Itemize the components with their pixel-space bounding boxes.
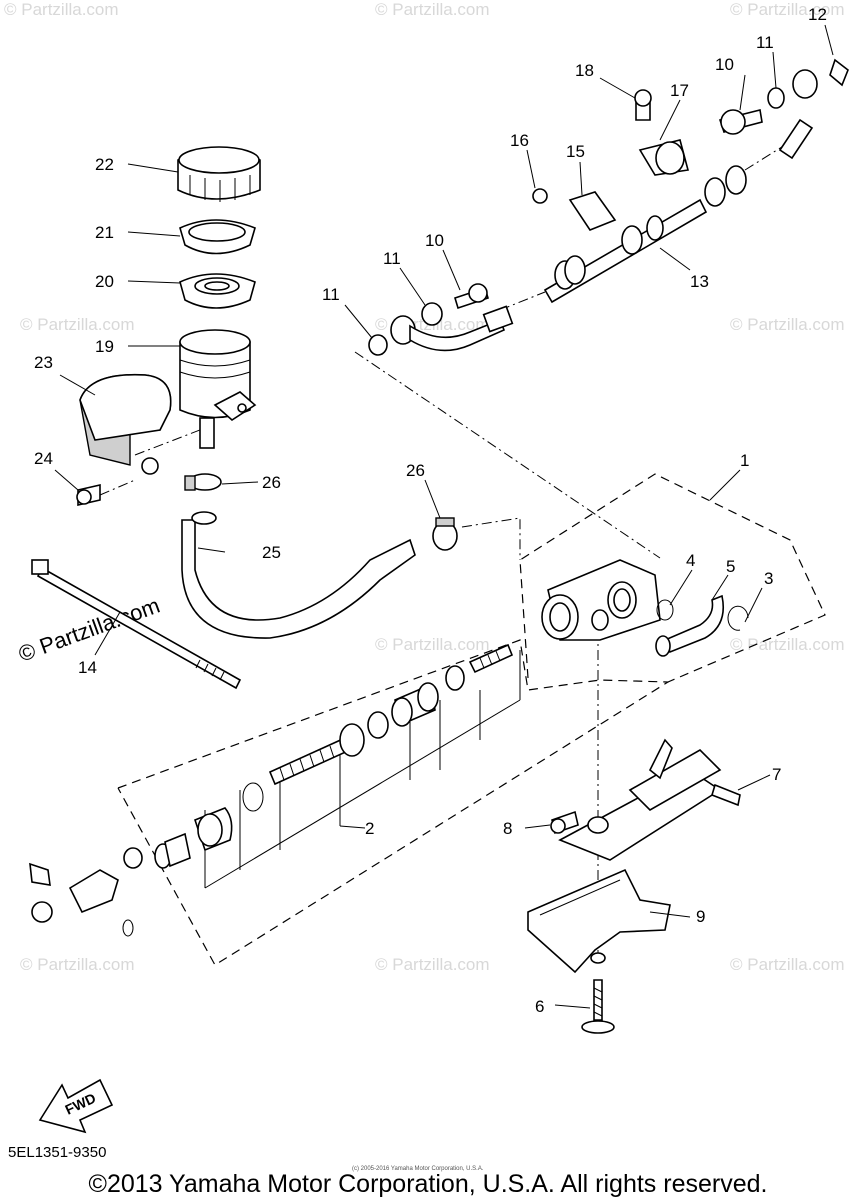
exploded-guide-lines [204, 699, 521, 889]
exploded-guide-lines [204, 650, 521, 888]
bolt-8[interactable] [550, 810, 579, 835]
piston-kit[interactable] [154, 643, 514, 869]
hose-joint[interactable] [655, 594, 724, 657]
watermark: © Partzilla.com [4, 0, 119, 19]
circlip[interactable] [727, 605, 749, 631]
hose-link-line [744, 144, 786, 171]
hose-clip-lower[interactable] [432, 517, 458, 551]
callout-20: 20 [95, 272, 114, 291]
watermark: © Partzilla.com [20, 955, 135, 974]
callout-15: 15 [566, 142, 585, 161]
callout-17: 17 [670, 81, 689, 100]
callout-24: 24 [34, 449, 53, 468]
callout-25: 25 [262, 543, 281, 562]
callout-26: 26 [262, 473, 281, 492]
callout-7: 7 [772, 765, 781, 784]
watermark: © Partzilla.com [375, 955, 490, 974]
watermark: © Partzilla.com [20, 315, 135, 334]
watermark-layer: © Partzilla.com © Partzilla.com © Partzi… [4, 0, 845, 974]
callout-10: 10 [715, 55, 734, 74]
assembly-2-outline [117, 639, 670, 966]
assembly-outlines [99, 144, 826, 966]
watermark: © Partzilla.com [730, 315, 845, 334]
master-cylinder-body[interactable] [541, 559, 661, 641]
bolt-axis-line [134, 427, 206, 456]
o-ring[interactable] [656, 599, 674, 621]
hose-routing-line [354, 351, 661, 559]
callout-22: 22 [95, 155, 114, 174]
callout-4: 4 [686, 551, 695, 570]
watermark: © Partzilla.com [730, 635, 845, 654]
guide-bolts[interactable] [532, 89, 652, 204]
leader-lines [54, 24, 834, 1009]
callout-26: 26 [406, 461, 425, 480]
hose-link-line [499, 291, 546, 311]
callout-19: 19 [95, 337, 114, 356]
watermark: © Partzilla.com [375, 635, 490, 654]
cover-bolt[interactable] [76, 457, 159, 507]
callout-23: 23 [34, 353, 53, 372]
callout-21: 21 [95, 223, 114, 242]
reservoir-cover[interactable] [79, 373, 172, 466]
hose-clip-upper[interactable] [184, 473, 222, 491]
callout-6: 6 [535, 997, 544, 1016]
clevis[interactable] [29, 847, 143, 937]
hose-guide-clip[interactable] [568, 58, 849, 231]
reservoir-hose[interactable] [181, 511, 416, 639]
reservoir-cap[interactable] [177, 146, 261, 202]
callout-11: 11 [322, 285, 340, 304]
callout-11: 11 [383, 249, 401, 268]
callout-3: 3 [764, 569, 773, 588]
bolt-6[interactable] [581, 979, 615, 1034]
footrest-plate[interactable] [527, 868, 671, 974]
callout-16: 16 [510, 131, 529, 150]
callout-11: 11 [756, 33, 774, 52]
fine-print: (c) 2005-2016 Yamaha Motor Corporation, … [352, 1166, 484, 1172]
callout-12: 12 [808, 5, 827, 24]
callout-9: 9 [696, 907, 705, 926]
union-bolt[interactable] [454, 109, 763, 310]
callout-13: 13 [690, 272, 709, 291]
copyright-notice: ©2013 Yamaha Motor Corporation, U.S.A. A… [89, 1170, 768, 1198]
cable-tie[interactable] [31, 559, 242, 690]
footrest-bracket[interactable] [558, 738, 741, 861]
callout-5: 5 [726, 557, 735, 576]
watermark: © Partzilla.com [375, 0, 490, 19]
callout-2: 2 [365, 819, 374, 838]
hose-routing-line [461, 517, 521, 560]
callout-1: 1 [740, 451, 749, 470]
assembly-1-outline [519, 473, 826, 683]
watermark: © Partzilla.com [730, 955, 845, 974]
reservoir-tank[interactable] [179, 329, 257, 449]
fwd-arrow-icon: FWD [38, 1078, 114, 1134]
diagram-code: 5EL1351-9350 [8, 1144, 106, 1161]
callout-14: 14 [78, 658, 97, 677]
callout-8: 8 [503, 819, 512, 838]
diaphragm[interactable] [179, 273, 256, 309]
callout-18: 18 [575, 61, 594, 80]
callout-labels: 1 2 3 4 5 6 7 8 9 10 10 11 11 11 12 13 1… [34, 5, 827, 1016]
bolt-axis-line [99, 479, 136, 496]
callout-10: 10 [425, 231, 444, 250]
brake-hose[interactable] [390, 69, 818, 352]
diaphragm-holder[interactable] [179, 219, 256, 255]
watermark: © Partzilla.com [730, 0, 845, 19]
